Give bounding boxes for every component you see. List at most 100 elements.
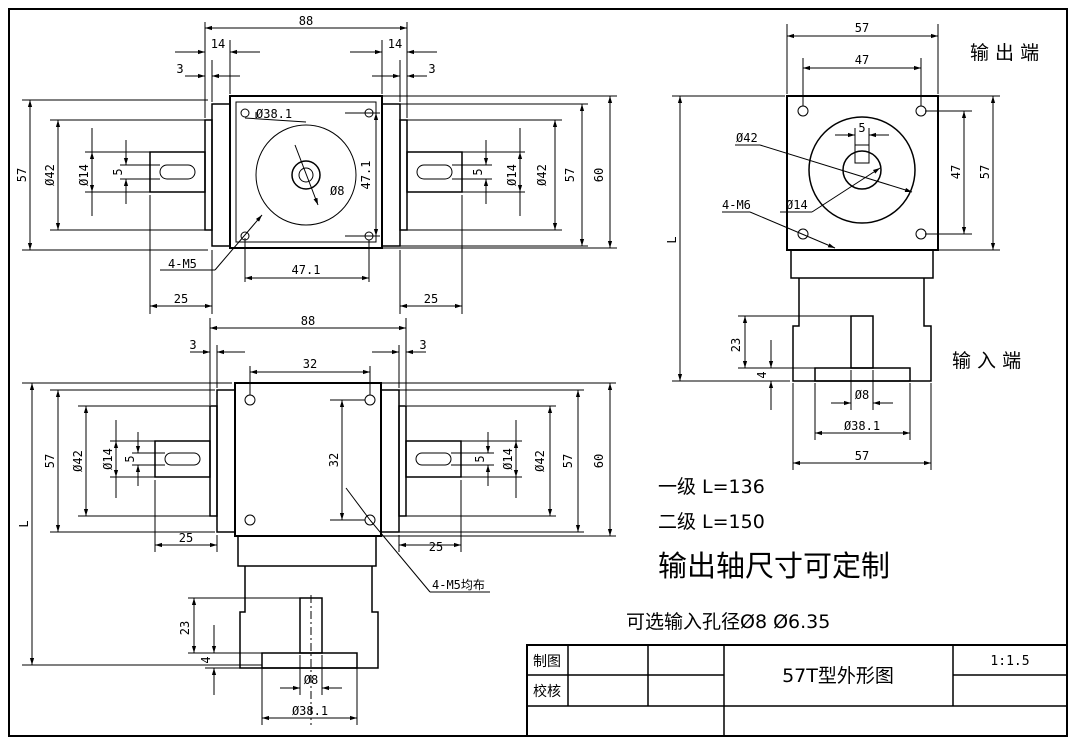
- tl-dim-60: 60: [592, 168, 606, 182]
- bl-dim-32-v: 32: [327, 453, 341, 467]
- tl-dim-bore-center: Ø8: [330, 184, 344, 198]
- tl-flange-right-face: [399, 119, 408, 231]
- bl-dim-bore-left: Ø14: [101, 448, 115, 470]
- tl-dim-key-left: 5: [111, 168, 125, 175]
- tl-shaft-left-key: [159, 164, 196, 180]
- title-block: [526, 644, 1068, 737]
- bl-shaft-left-key: [164, 452, 201, 466]
- tl-pilot-circle: [255, 124, 357, 226]
- bl-dim-shaft-len-left: 25: [179, 531, 193, 545]
- tl-dim-88: 88: [299, 14, 313, 28]
- bl-hole-tl: [244, 394, 256, 406]
- tl-dim-bore-right: Ø14: [505, 164, 519, 186]
- bl-shaft-left: [154, 440, 211, 478]
- tl-dim-3-left: 3: [176, 62, 183, 76]
- bl-dim-shaft-len-right: 25: [429, 540, 443, 554]
- bl-dim-3-right: 3: [419, 338, 426, 352]
- bl-dim-input-pilot: Ø38.1: [292, 704, 328, 718]
- tl-hole-tl: [240, 108, 250, 118]
- bl-dim-32-h: 32: [303, 357, 317, 371]
- rv-dim-57-top: 57: [855, 21, 869, 35]
- rv-hole-bl: [797, 228, 809, 240]
- tl-dim-shaft-len-right: 25: [424, 292, 438, 306]
- tb-checked-label: 校核: [533, 683, 561, 700]
- tl-dim-shaft-dia-left: Ø42: [43, 164, 57, 186]
- bl-flange-left: [216, 389, 236, 533]
- tl-dim-bore-left: Ø14: [77, 164, 91, 186]
- right-view: [672, 24, 1000, 470]
- tl-dim-57-left: 57: [15, 168, 29, 182]
- top-left-view: [22, 22, 617, 314]
- label-output-end: 输 出 端: [970, 42, 1039, 64]
- tl-flange-left-face: [204, 119, 213, 231]
- rv-dim-input-bore: Ø8: [855, 388, 869, 402]
- tl-dim-14-right: 14: [388, 37, 402, 51]
- bl-dim-57-left: 57: [43, 454, 57, 468]
- tl-dim-3-right: 3: [428, 62, 435, 76]
- tb-scale: 1:1.5: [990, 654, 1029, 669]
- bl-dim-input-step: 4: [199, 656, 213, 663]
- bl-dim-key-left: 5: [123, 455, 137, 462]
- tl-dim-shaft-dia-right: Ø42: [535, 164, 549, 186]
- rv-dim-bore: Ø14: [786, 198, 808, 212]
- tl-shaft-right-key: [416, 164, 453, 180]
- rv-hole-tl: [797, 105, 809, 117]
- note-stage1: 一级 L=136: [658, 476, 765, 498]
- note-options: 可选输入孔径Ø8 Ø6.35: [626, 611, 830, 633]
- tl-dim-thread: 4-M5: [168, 257, 197, 271]
- tl-dim-hole-pitch-h: 47.1: [292, 263, 321, 277]
- bl-dim-L: L: [17, 520, 31, 527]
- note-stage2: 二级 L=150: [658, 511, 765, 533]
- bottom-left-view: [22, 318, 616, 725]
- rv-dim-input-step: 4: [755, 371, 769, 378]
- tl-dim-hole-pitch-v: 47.1: [359, 161, 373, 190]
- bl-flange-left-face: [209, 405, 218, 517]
- tl-flange-right: [381, 103, 401, 247]
- bl-flange-right-face: [398, 405, 407, 517]
- bl-hole-bl: [244, 514, 256, 526]
- label-input-end: 输 入 端: [952, 350, 1021, 372]
- tb-title: 57T型外形图: [782, 665, 894, 687]
- tl-bore-circle: [291, 160, 321, 190]
- tl-dim-key-right: 5: [471, 168, 485, 175]
- rv-dim-base-width: 57: [855, 449, 869, 463]
- rv-dim-input-pilot: Ø38.1: [844, 419, 880, 433]
- bl-dim-shaft-dia-right: Ø42: [533, 450, 547, 472]
- rv-hole-br: [915, 228, 927, 240]
- bl-input-pilot: [261, 652, 358, 669]
- sheet-border: [8, 8, 1068, 737]
- rv-hole-tr: [915, 105, 927, 117]
- bl-dim-57-right: 57: [561, 454, 575, 468]
- bl-dim-input-len: 23: [178, 621, 192, 635]
- bl-dim-thread: 4-M5均布: [432, 578, 485, 592]
- rv-bore-circle: [842, 150, 882, 190]
- bl-flange-right: [380, 389, 400, 533]
- rv-dim-47-top: 47: [855, 53, 869, 67]
- bl-housing: [234, 382, 382, 537]
- bl-dim-88: 88: [301, 314, 315, 328]
- rv-adapter: [790, 249, 934, 279]
- rv-input-pilot: [814, 367, 911, 382]
- tl-inner-bore: [298, 167, 314, 183]
- tl-dim-14-left: 14: [211, 37, 225, 51]
- bl-shaft-right: [405, 440, 462, 478]
- tl-flange-left: [211, 103, 231, 247]
- rv-pilot-circle: [808, 116, 916, 224]
- rv-dim-key: 5: [858, 121, 865, 135]
- rv-motor-flange: [792, 278, 932, 382]
- bl-dim-input-bore: Ø8: [304, 673, 318, 687]
- note-custom: 输出轴尺寸可定制: [658, 549, 890, 583]
- tb-drawn-label: 制图: [533, 654, 561, 670]
- bl-dim-shaft-dia-left: Ø42: [71, 450, 85, 472]
- rv-keyway: [854, 144, 870, 164]
- rv-dim-L: L: [665, 236, 679, 243]
- bl-hole-tr: [364, 394, 376, 406]
- rv-input-bore: [850, 315, 874, 369]
- tl-dim-57-right: 57: [563, 168, 577, 182]
- bl-shaft-right-key: [415, 452, 452, 466]
- rv-dim-57-v: 57: [978, 165, 992, 179]
- rv-dim-input-len: 23: [729, 338, 743, 352]
- bl-dim-60: 60: [592, 454, 606, 468]
- rv-dim-pilot: Ø42: [736, 131, 758, 145]
